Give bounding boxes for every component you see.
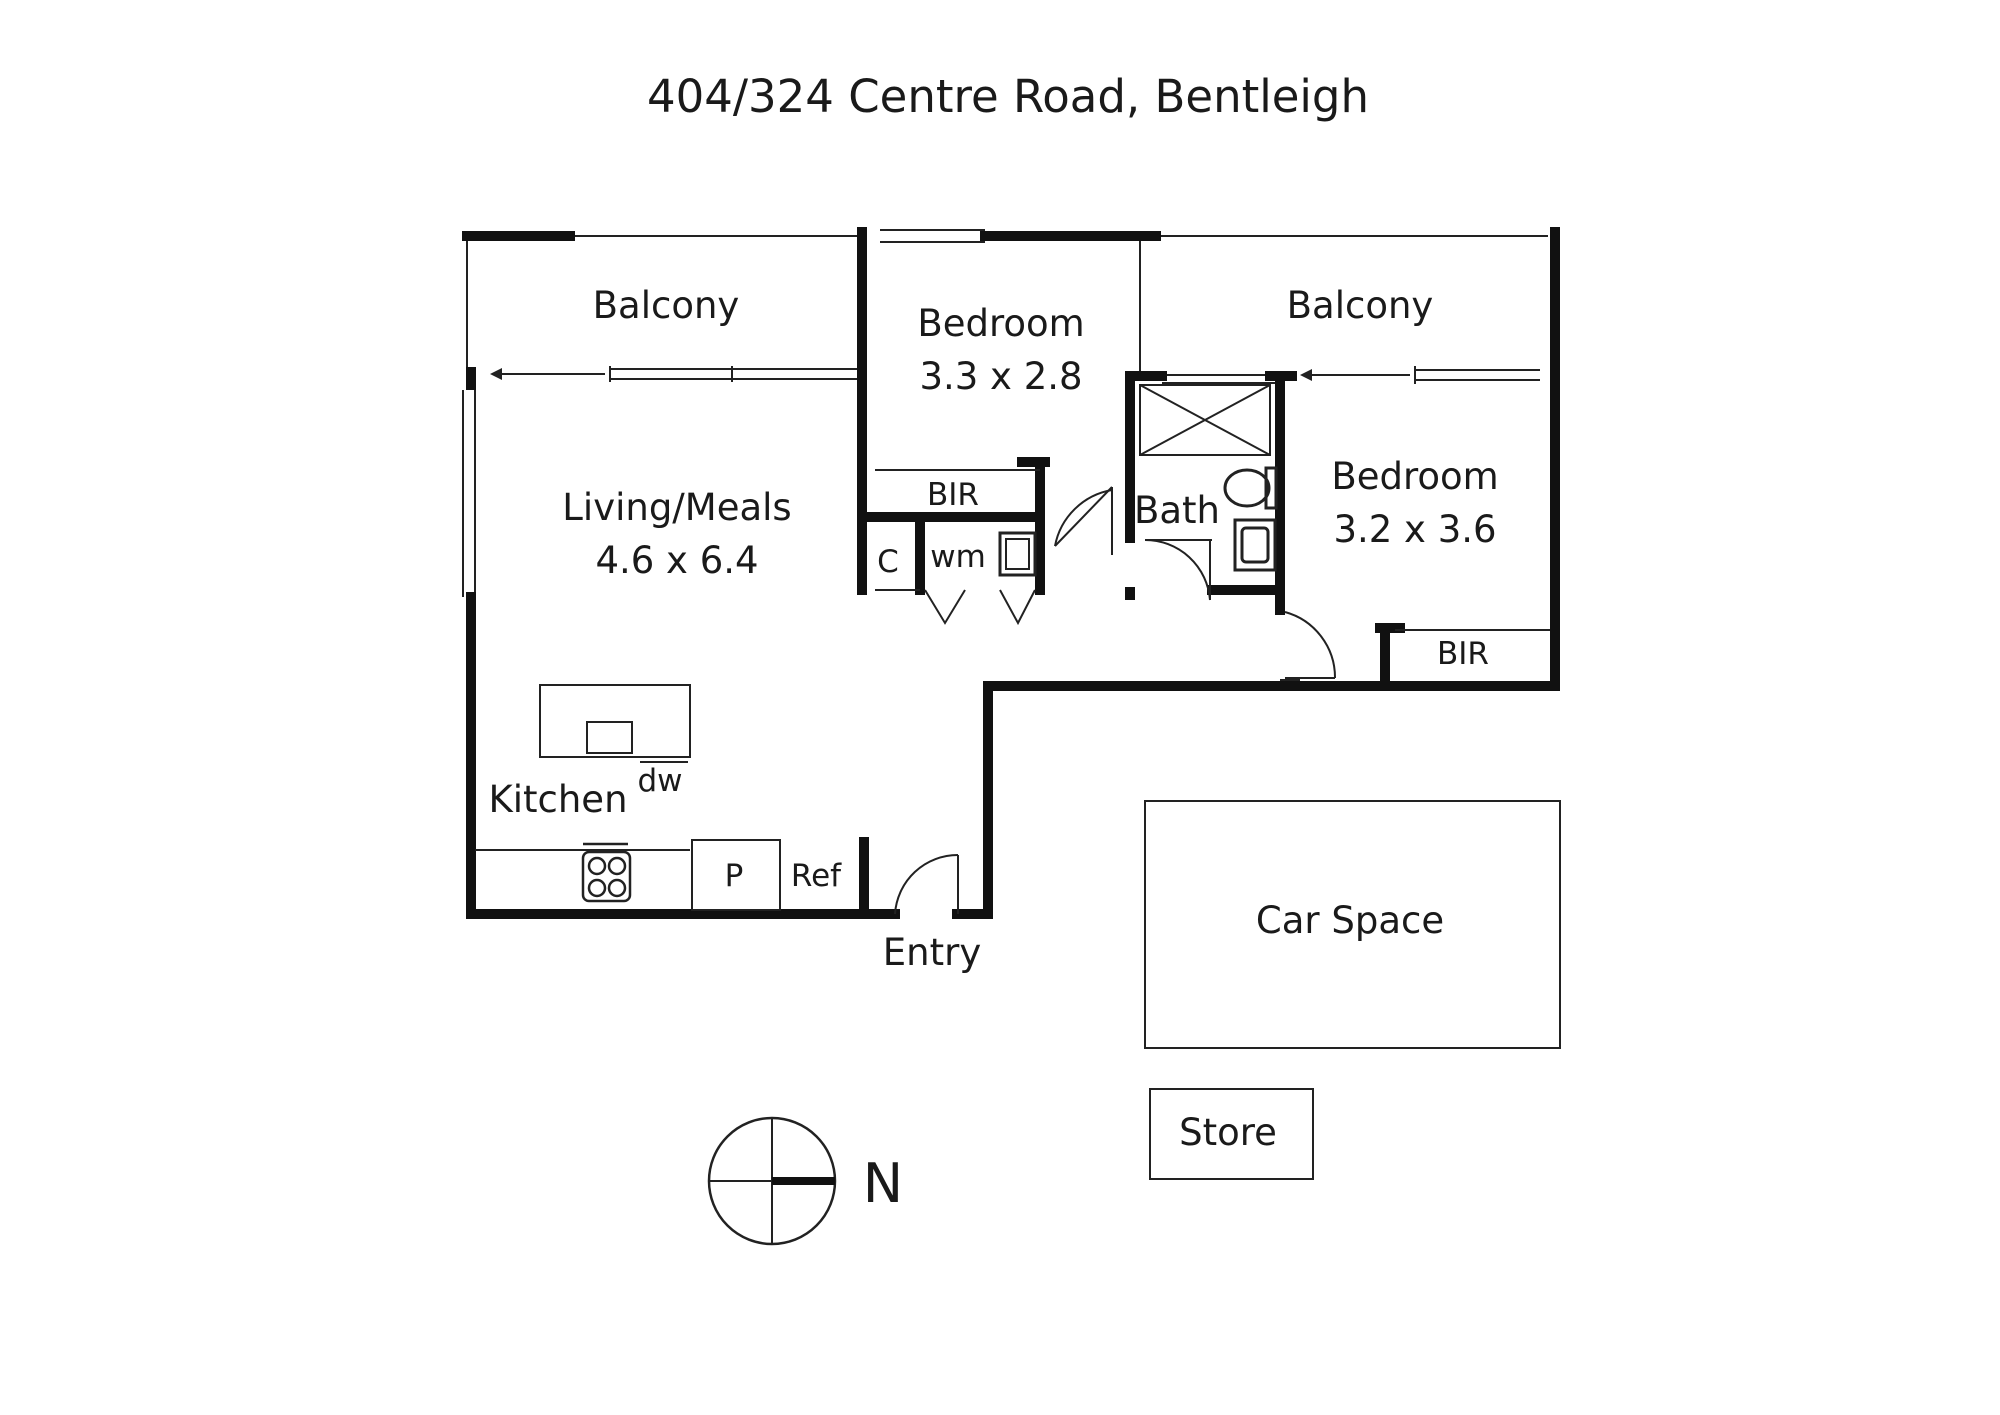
cooktop-icon [581, 842, 632, 903]
laundry-trough [998, 531, 1037, 577]
slide-arrow-left [490, 368, 502, 380]
bir1-label: BIR [927, 477, 979, 513]
door-swings [894, 486, 1337, 915]
cupboard-label: C [877, 544, 899, 580]
bedroom1-size: 3.3 x 2.8 [919, 355, 1082, 398]
living-name: Living/Meals [562, 486, 791, 529]
page-title: 404/324 Centre Road, Bentleigh [647, 70, 1369, 123]
toilet-icon [1223, 466, 1278, 510]
fridge-label: Ref [791, 858, 842, 894]
kitchen-label: Kitchen [488, 778, 627, 821]
shower [1139, 384, 1271, 456]
entry-label: Entry [883, 931, 981, 974]
kitchen-island [539, 684, 691, 758]
thin-outlines [462, 229, 1548, 597]
car-space-box [1144, 800, 1561, 1049]
bedroom2-name: Bedroom [1331, 455, 1498, 498]
north-label: N [863, 1152, 903, 1215]
washing-machine-label: wm [930, 539, 986, 575]
vanity-basin-icon [1233, 518, 1277, 572]
bir2-label: BIR [1437, 636, 1489, 672]
slide-arrow-right [1300, 369, 1312, 381]
living-size: 4.6 x 6.4 [595, 539, 758, 582]
pantry-label: P [725, 858, 744, 894]
walls [462, 227, 1560, 919]
car-space-label: Car Space [1256, 899, 1444, 942]
balcony-right-label: Balcony [1287, 284, 1434, 327]
kitchen-sink [586, 721, 633, 754]
store-label: Store [1179, 1111, 1277, 1154]
balcony-left-label: Balcony [593, 284, 740, 327]
pantry-cupboard [691, 839, 781, 911]
laundry-trough-inner [1005, 538, 1030, 570]
bath-label: Bath [1134, 489, 1220, 532]
compass-icon [707, 1116, 837, 1246]
store-box [1149, 1088, 1314, 1180]
interior-details [475, 469, 1550, 851]
bedroom1-name: Bedroom [917, 302, 1084, 345]
dishwasher-label: dw [637, 763, 682, 799]
bedroom2-size: 3.2 x 3.6 [1333, 508, 1496, 551]
